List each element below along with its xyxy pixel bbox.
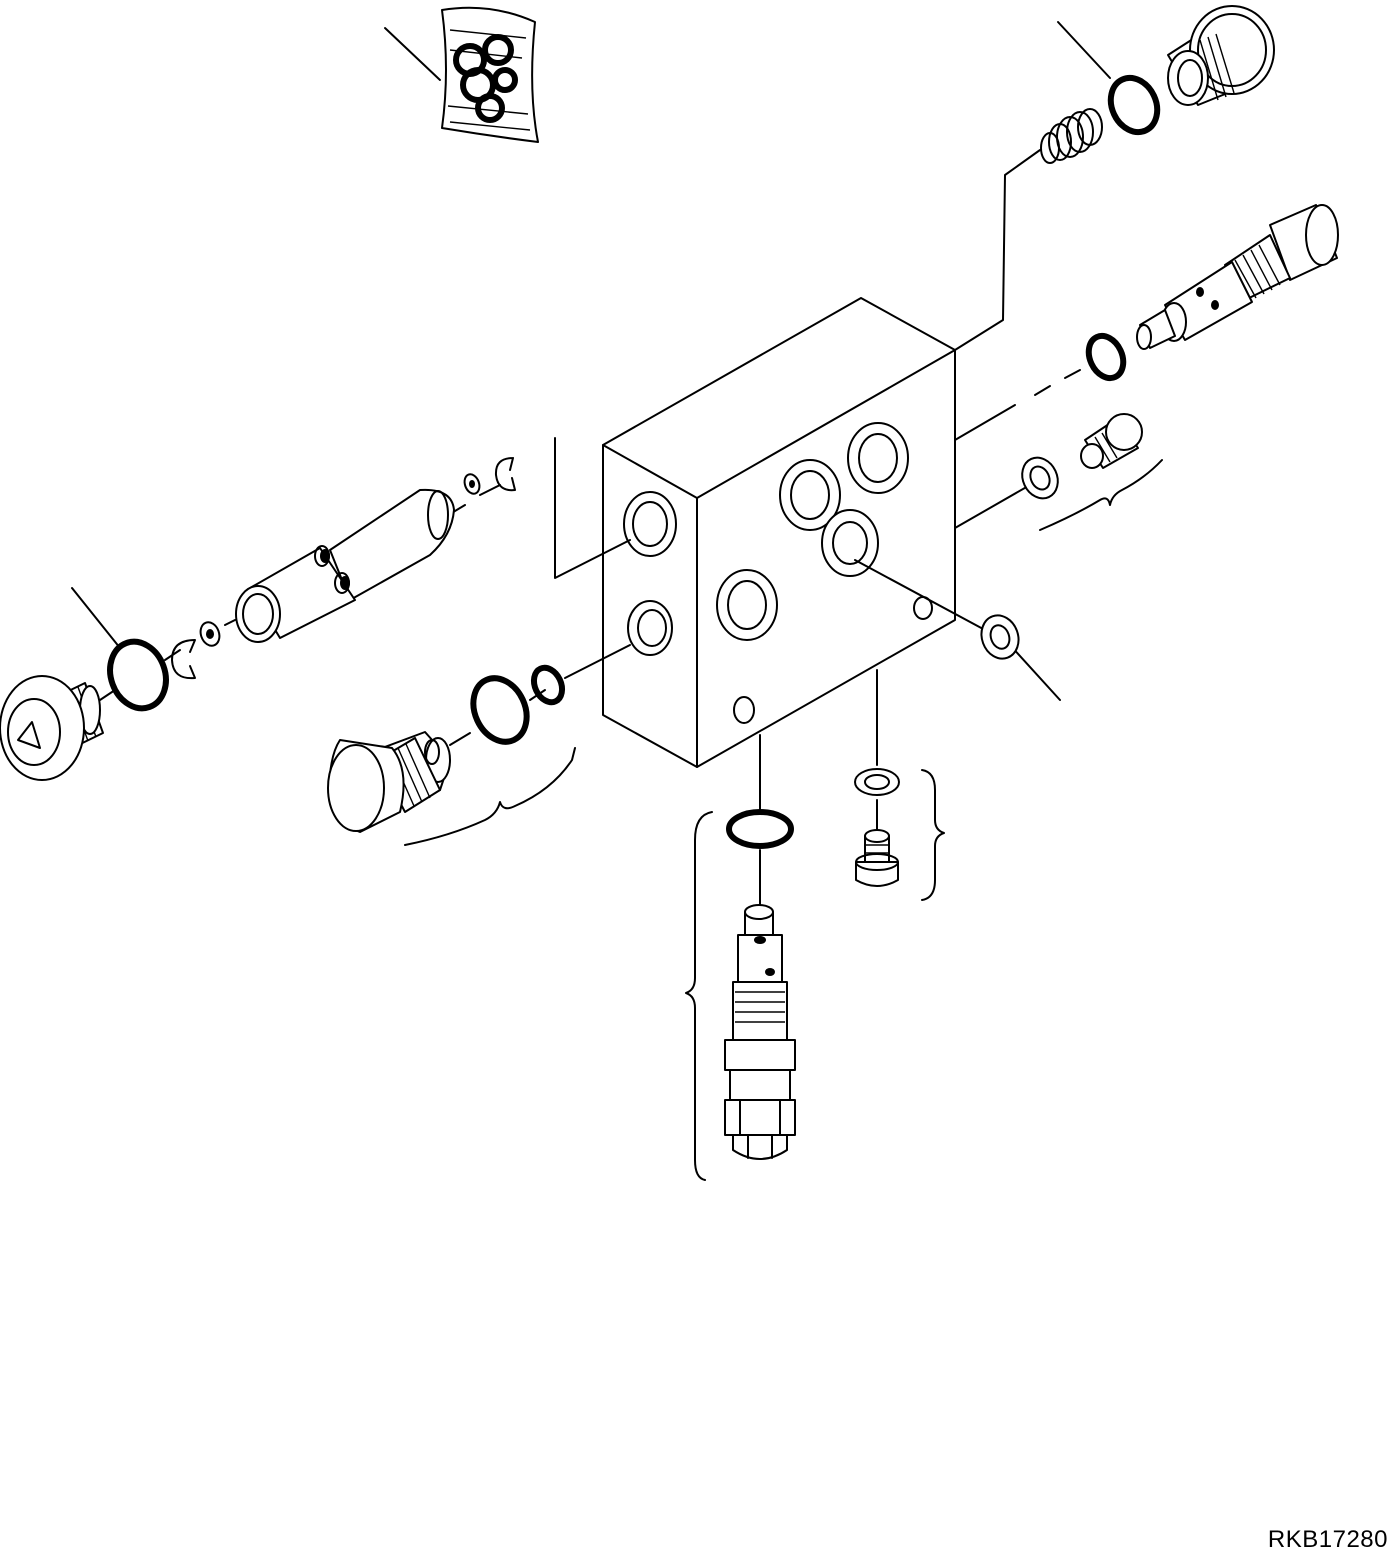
left-plug bbox=[0, 675, 104, 781]
spool-assembly bbox=[235, 488, 455, 643]
top-o-ring bbox=[1107, 74, 1161, 136]
leader-lines bbox=[71, 21, 1111, 906]
check-valve-plug bbox=[327, 731, 451, 833]
block-port-d bbox=[716, 569, 778, 641]
bottom-right-plug bbox=[855, 829, 899, 887]
seal-kit-bag bbox=[441, 6, 539, 143]
valve-block bbox=[602, 297, 956, 768]
block-port-c bbox=[821, 509, 879, 577]
drawing-reference-code: RKB17280 bbox=[1267, 1526, 1388, 1553]
right-bracket bbox=[1039, 459, 1163, 531]
block-port-b bbox=[847, 422, 909, 494]
check-valve-o-ring-small bbox=[530, 664, 566, 706]
check-valve-o-ring-large bbox=[470, 675, 530, 745]
left-o-ring bbox=[107, 638, 169, 712]
spool-washer bbox=[463, 473, 481, 495]
right-small-plug bbox=[1080, 413, 1143, 469]
left-lower-bracket bbox=[404, 747, 576, 846]
spool-snap-ring bbox=[494, 457, 516, 492]
relief-valve-cartridge bbox=[1136, 204, 1339, 350]
bottom-right-bracket bbox=[921, 769, 945, 901]
block-port-a bbox=[779, 459, 841, 531]
top-plug bbox=[1167, 5, 1275, 106]
block-port-lower-left bbox=[627, 600, 673, 656]
right-washer bbox=[1021, 456, 1059, 500]
relief-valve-o-ring bbox=[1085, 332, 1127, 382]
bottom-right-washer bbox=[854, 768, 900, 796]
right-lower-washer bbox=[980, 614, 1020, 660]
block-port-upper-left bbox=[623, 491, 677, 557]
bottom-o-ring bbox=[726, 809, 794, 849]
bottom-left-bracket bbox=[685, 811, 713, 1181]
bottom-valve-cartridge bbox=[724, 904, 796, 1160]
top-spring bbox=[1040, 108, 1103, 164]
left-snap-ring bbox=[171, 639, 196, 680]
left-washer bbox=[199, 621, 221, 647]
